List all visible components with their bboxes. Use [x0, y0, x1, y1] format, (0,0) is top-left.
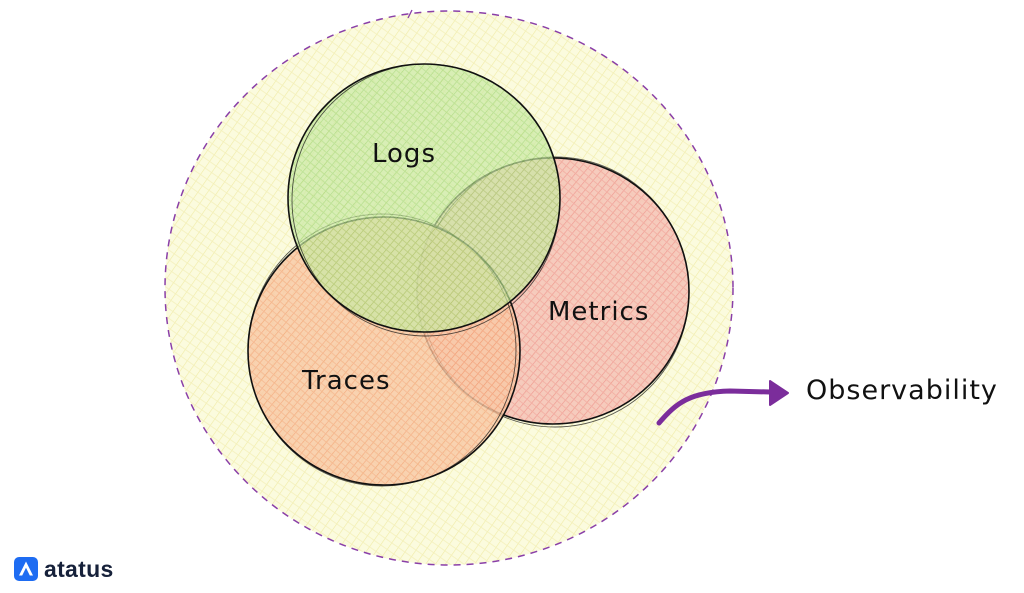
brand-name: atatus: [44, 555, 114, 582]
brand-logo: atatus: [14, 554, 114, 584]
logs-circle: [287, 63, 561, 337]
metrics-label: Metrics: [548, 297, 649, 327]
observability-label: Observability: [806, 375, 998, 406]
logs-label: Logs: [372, 139, 436, 169]
atatus-logo-icon: [14, 557, 38, 581]
observability-arrow: [656, 380, 789, 426]
traces-label: Traces: [301, 366, 391, 396]
